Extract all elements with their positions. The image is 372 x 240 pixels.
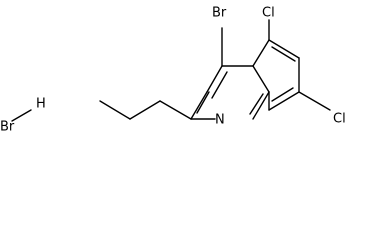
atom-cl-right: Cl — [333, 112, 346, 127]
pyridine-ring-bonds — [190, 65, 270, 120]
bond-c8a-n1-inner — [249, 93, 264, 115]
atom-labels: Br Cl Cl N Br H — [0, 6, 346, 135]
chemical-structure: Br Cl Cl N Br H — [0, 6, 346, 135]
bond-c3-c4 — [206, 65, 223, 93]
benzene-ring-bonds — [252, 39, 300, 111]
bond-c7-c8 — [268, 91, 300, 111]
bond-c2-c3-inner — [196, 91, 210, 114]
bond-c5-c6-inner — [271, 46, 296, 62]
bond-c4a-c8a — [252, 65, 270, 93]
atom-br-top: Br — [212, 6, 227, 21]
bond-propyl-2 — [129, 100, 161, 120]
propyl-bonds — [99, 100, 192, 120]
bond-c2-c3 — [190, 91, 208, 120]
bond-c4-c3-double — [211, 71, 228, 99]
bond-c7-cl — [298, 91, 331, 111]
atom-n-ring: N — [215, 113, 225, 128]
bond-c7-c8-inner — [271, 87, 294, 102]
bond-propyl-1 — [99, 100, 131, 120]
bond-c8a-n1 — [252, 91, 270, 120]
bond-c4a-c5 — [252, 39, 270, 67]
bond-c5-c6 — [268, 39, 300, 59]
atom-cl-top: Cl — [262, 6, 275, 21]
structure-canvas: Br Cl Cl N Br H — [0, 5, 346, 135]
bond-propyl-3 — [159, 100, 192, 120]
atom-br-salt: Br — [0, 120, 15, 135]
salt-bonds — [11, 109, 32, 122]
substituent-bonds — [221, 19, 331, 111]
atom-h-salt: H — [36, 97, 46, 112]
bond-br-h — [11, 109, 32, 122]
